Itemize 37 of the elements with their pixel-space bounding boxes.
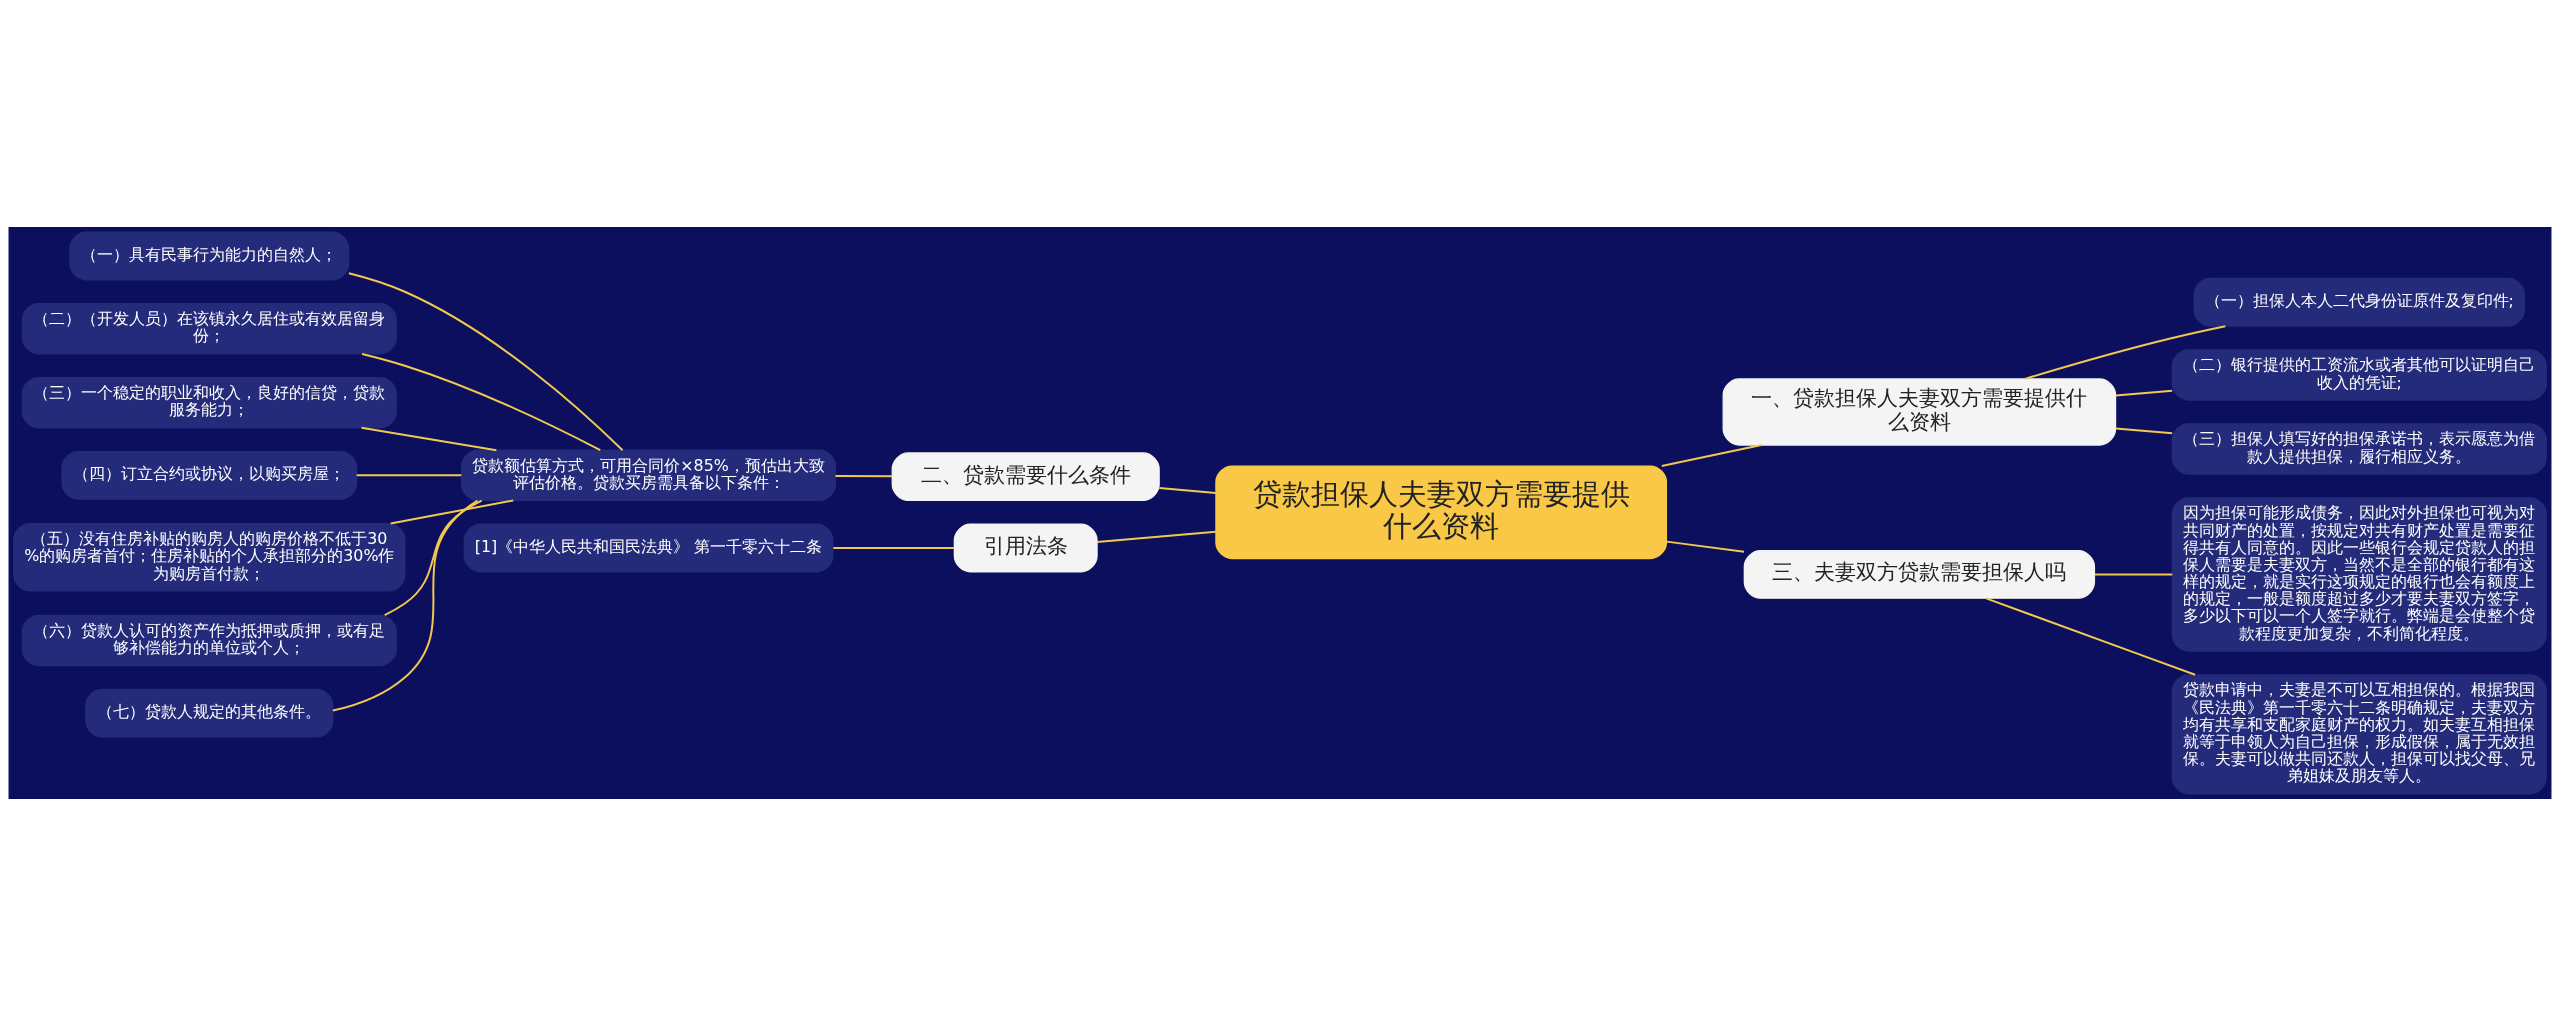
node-box: （六）贷款人认可的资产作为抵押或质押，或有足够补偿能力的单位或个人； xyxy=(21,614,397,666)
connector xyxy=(360,426,498,451)
connector xyxy=(331,499,479,712)
connector xyxy=(347,271,624,451)
node-box: 三、夫妻双方贷款需要担保人吗 xyxy=(1743,549,2096,599)
node-box: （三）一个稳定的职业和收入，良好的信贷，贷款服务能力； xyxy=(21,376,397,428)
node-box: 贷款担保人夫妻双方需要提供什么资料 xyxy=(1215,464,1668,559)
connector xyxy=(834,474,894,477)
node-box: [1]《中华人民共和国民法典》 第一千零六十二条 xyxy=(463,523,834,572)
connector xyxy=(1985,596,2197,676)
connector xyxy=(361,352,602,451)
connector xyxy=(832,546,955,549)
connector xyxy=(2093,572,2174,575)
connector xyxy=(1096,530,1217,543)
connector xyxy=(1665,540,1746,553)
node-box: （七）贷款人规定的其他条件。 xyxy=(85,688,334,738)
connector xyxy=(2023,324,2227,380)
node-box: （二）（开发人员）在该镇永久居住或有效居留身份； xyxy=(21,302,397,354)
node-box: （二）银行提供的工资流水或者其他可以证明自己收入的凭证; xyxy=(2171,348,2547,401)
node-box: 引用法条 xyxy=(953,523,1098,572)
connector xyxy=(2114,426,2174,434)
node-box: 因为担保可能形成债务，因此对外担保也可视为对共同财产的处置，按规定对共有财产处置是需要征得共有人同意的。因此一些银行会规定贷款人的担保人需要是夫妻双方，当然不是全部的银行都有这样的规定，就是实行这项规定的银行也会有额度上的规定，一般是额度超过多少才要夫妻双方签字，多少以下可以一个人签字就行。弊端是会使整个贷款程度更加复杂，不利简化程度。 xyxy=(2171,496,2547,652)
connector xyxy=(2114,389,2174,396)
node-box: 贷款申请中，夫妻是不可以互相担保的。根据我国《民法典》第一千零六十二条明确规定，夫妻双方均有共享和支配家庭财产的权力。如夫妻互相担保就等于申领人为自己担保，形成假保，属于无效担保。夫妻可以做共同还款人，担保可以找父母、兄弟姐妹及朋友等人。 xyxy=(2171,673,2547,794)
node-box: 一、贷款担保人夫妻双方需要提供什么资料 xyxy=(1722,377,2117,446)
node-box: （一）具有民事行为能力的自然人； xyxy=(69,231,350,280)
connector xyxy=(383,499,483,616)
node-box: （四）订立合约或协议，以购买房屋； xyxy=(61,450,358,500)
node-box: （一）担保人本人二代身份证原件及复印件; xyxy=(2193,277,2526,327)
node-box: （五）没有住房补贴的购房人的购房价格不低于30%的购房者首付；住房补贴的个人承担部分的30%作为购房首付款； xyxy=(13,522,406,592)
connector xyxy=(1660,443,1763,467)
node-box: （三）担保人填写好的担保承诺书，表示愿意为借款人提供担保，履行相应义务。 xyxy=(2171,422,2547,475)
node-box: 二、贷款需要什么条件 xyxy=(891,451,1160,501)
connector xyxy=(1158,486,1217,494)
connector xyxy=(355,473,463,476)
node-box: 贷款额估算方式，可用合同价×85%，预估出大致评估价格。贷款买房需具备以下条件： xyxy=(460,449,837,501)
connector xyxy=(389,499,515,524)
